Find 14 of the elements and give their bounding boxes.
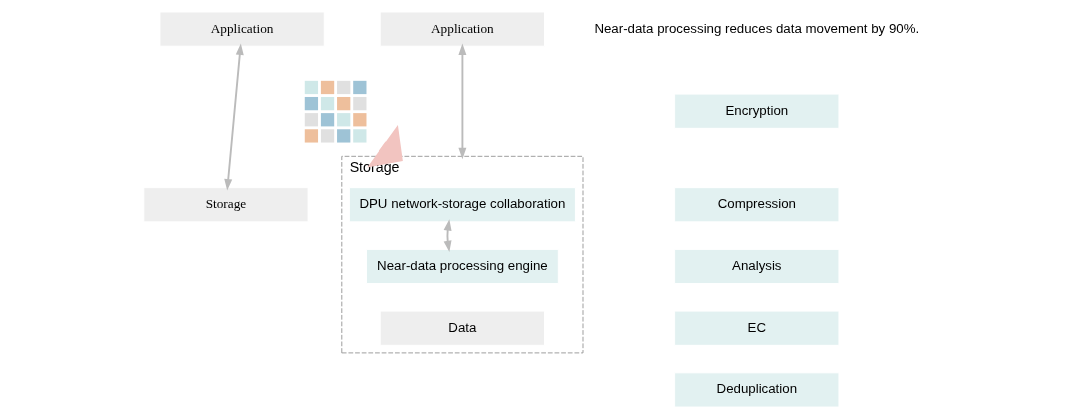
arrow — [366, 125, 403, 168]
node-box: EC — [673, 310, 839, 346]
arrow — [223, 43, 244, 191]
label: Near-data processing reduces data movement by 90%. — [593, 20, 919, 36]
node-box: Compression — [673, 187, 839, 223]
node-box: Storage — [142, 187, 309, 223]
node-box: Near-data processing engine — [365, 248, 559, 285]
arrow — [457, 43, 466, 160]
node-box: Deduplication — [673, 372, 839, 408]
node-box: Application — [379, 11, 545, 47]
node-box: Analysis — [673, 248, 839, 285]
node-box: DPU network-storage collaboration — [348, 187, 576, 223]
node-box: Encryption — [673, 93, 839, 129]
node-box: Application — [158, 11, 325, 47]
